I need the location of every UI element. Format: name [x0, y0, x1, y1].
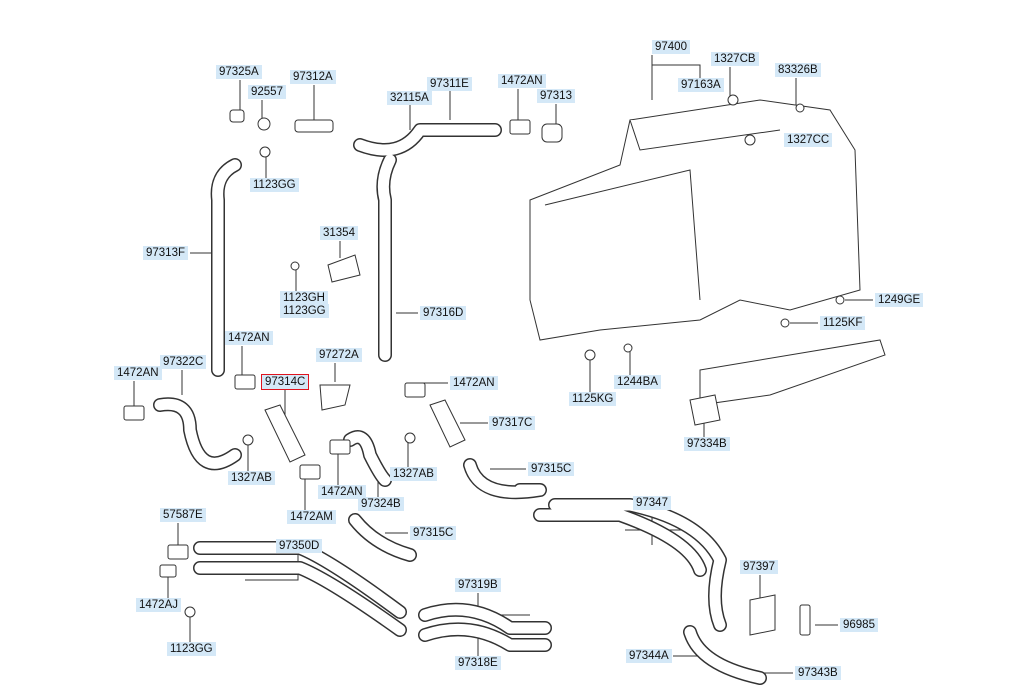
part-label-1327CC[interactable]: 1327CC: [784, 133, 833, 147]
part-label-1472AN[interactable]: 1472AN: [318, 485, 366, 499]
part-label-1327CB[interactable]: 1327CB: [711, 52, 759, 66]
part-label-97314C[interactable]: 97314C: [260, 374, 310, 390]
part-label-97313F[interactable]: 97313F: [143, 246, 189, 260]
part-label-1125KF[interactable]: 1125KF: [820, 316, 866, 330]
part-label-97343B[interactable]: 97343B: [795, 666, 841, 680]
part-label-97317C[interactable]: 97317C: [489, 416, 536, 430]
part-label-97350D[interactable]: 97350D: [276, 539, 323, 553]
part-label-97344A[interactable]: 97344A: [626, 649, 672, 663]
part-label-1472AN[interactable]: 1472AN: [450, 376, 498, 390]
part-label-1123GG[interactable]: 1123GG: [280, 304, 329, 318]
part-label-97324B[interactable]: 97324B: [358, 497, 404, 511]
part-label-97316D[interactable]: 97316D: [420, 306, 467, 320]
part-label-1472AJ[interactable]: 1472AJ: [136, 598, 182, 612]
part-label-1123GG[interactable]: 1123GG: [250, 178, 299, 192]
part-label-1472AN[interactable]: 1472AN: [225, 331, 273, 345]
part-label-1249GE[interactable]: 1249GE: [875, 293, 924, 307]
part-label-97325A[interactable]: 97325A: [216, 65, 262, 79]
part-label-96985[interactable]: 96985: [840, 618, 878, 632]
part-label-97397[interactable]: 97397: [740, 560, 778, 574]
part-label-1472AM[interactable]: 1472AM: [287, 510, 336, 524]
part-label-97318E[interactable]: 97318E: [455, 656, 501, 670]
part-label-57587E[interactable]: 57587E: [160, 508, 206, 522]
part-label-1472AN[interactable]: 1472AN: [498, 74, 546, 88]
part-label-97312A[interactable]: 97312A: [290, 70, 336, 84]
part-label-97334B[interactable]: 97334B: [684, 437, 730, 451]
part-label-97347[interactable]: 97347: [633, 496, 671, 510]
part-label-1244BA[interactable]: 1244BA: [614, 375, 661, 389]
part-label-97315C[interactable]: 97315C: [528, 462, 575, 476]
part-label-31354[interactable]: 31354: [320, 226, 358, 240]
part-label-1123GG[interactable]: 1123GG: [167, 642, 216, 656]
part-label-97315C[interactable]: 97315C: [410, 526, 457, 540]
part-label-97163A[interactable]: 97163A: [678, 78, 724, 92]
part-label-32115A[interactable]: 32115A: [387, 91, 432, 105]
part-label-1327AB[interactable]: 1327AB: [228, 471, 275, 485]
part-label-1472AN[interactable]: 1472AN: [114, 366, 162, 380]
part-label-1327AB[interactable]: 1327AB: [390, 467, 437, 481]
part-label-83326B[interactable]: 83326B: [775, 63, 821, 77]
part-label-97319B[interactable]: 97319B: [455, 578, 501, 592]
part-label-97322C[interactable]: 97322C: [160, 355, 207, 369]
part-label-97313[interactable]: 97313: [537, 89, 575, 103]
part-label-97272A[interactable]: 97272A: [316, 348, 362, 362]
small-parts: [123, 94, 845, 636]
part-label-1123GH[interactable]: 1123GH: [280, 291, 328, 305]
heater-unit: [529, 99, 886, 426]
part-label-97400[interactable]: 97400: [652, 40, 690, 54]
part-label-1125KG[interactable]: 1125KG: [569, 392, 617, 406]
part-label-92557[interactable]: 92557: [248, 85, 286, 99]
part-label-97311E[interactable]: 97311E: [427, 77, 472, 91]
